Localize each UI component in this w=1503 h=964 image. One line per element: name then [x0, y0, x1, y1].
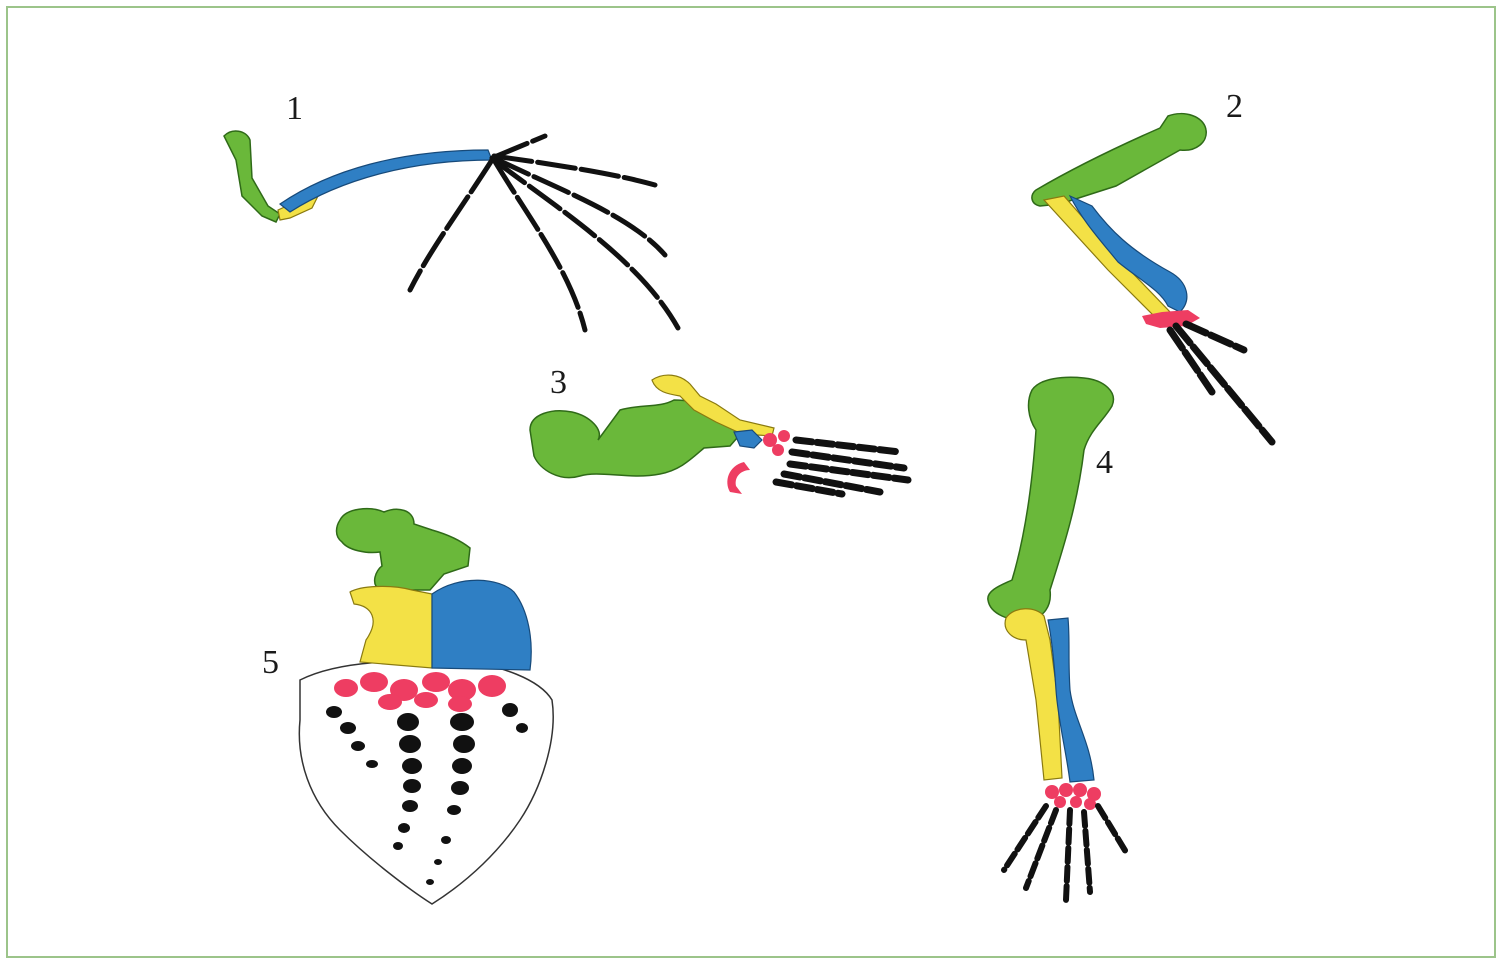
limb-5-humerus [337, 509, 471, 590]
limb-1-number: 1 [286, 92, 303, 126]
limb-4-digits [1004, 806, 1126, 900]
limb-3-digging-limb [530, 375, 908, 494]
limb-1-bat-wing [224, 131, 678, 330]
limb-3-number: 3 [550, 366, 567, 400]
limb-1-digits [410, 136, 678, 330]
limb-1-humerus [224, 131, 280, 222]
limb-5-ulna [432, 580, 531, 670]
limb-5-whale-flipper [299, 509, 553, 904]
limb-2-digits [1170, 324, 1272, 442]
limb-2-radius [1044, 196, 1172, 322]
limb-4-humerus [988, 377, 1114, 620]
limb-2-humerus [1032, 114, 1206, 206]
limb-4-carpals [1045, 783, 1101, 810]
limb-3-digits [776, 440, 908, 494]
limb-2-number: 2 [1226, 90, 1243, 124]
limb-2-ulna [1070, 196, 1187, 312]
limb-5-radius [350, 586, 432, 668]
limb-4-number: 4 [1096, 446, 1113, 480]
limb-5-number: 5 [262, 646, 279, 680]
